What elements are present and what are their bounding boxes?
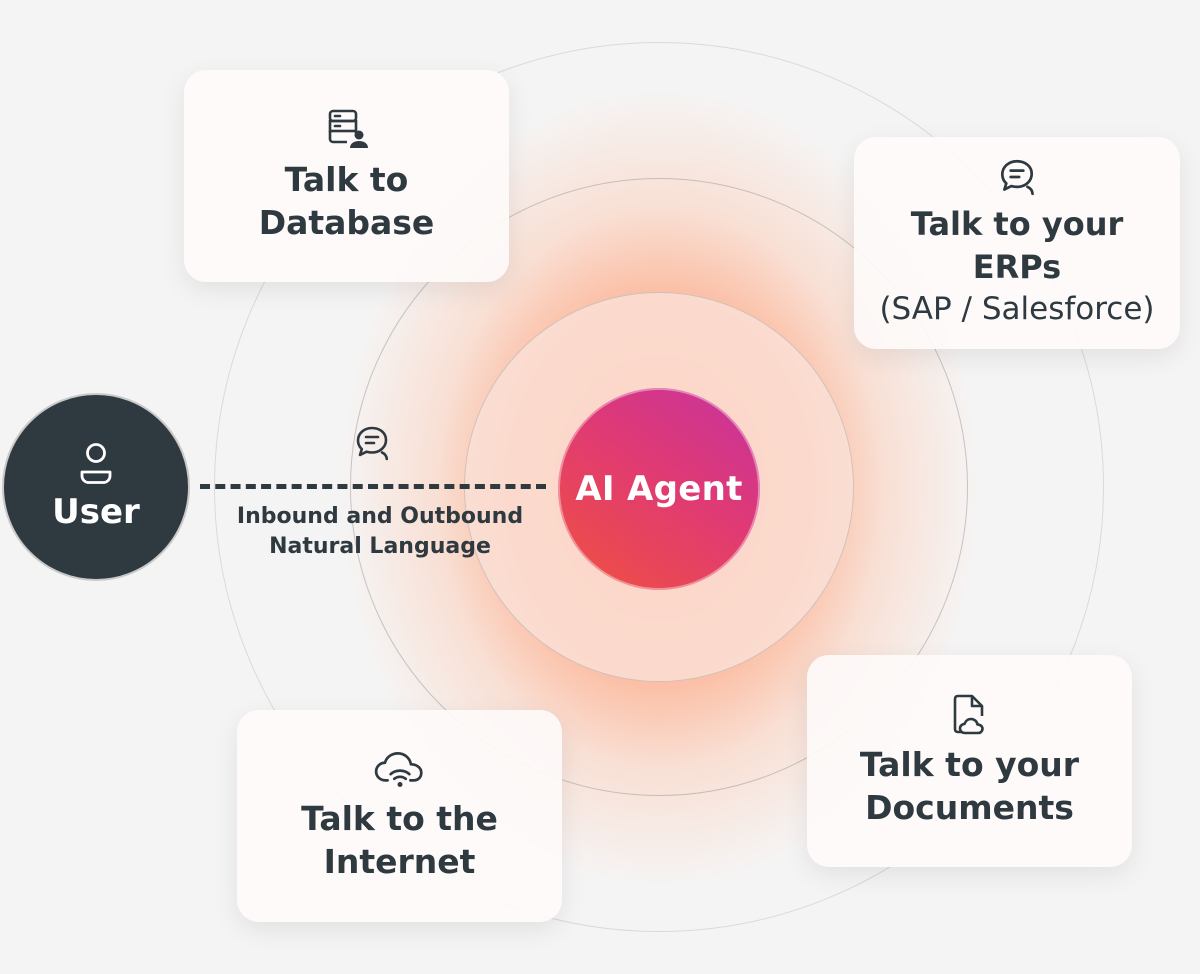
ai-agent-node: AI Agent xyxy=(558,388,760,590)
connection-label-line1: Inbound and Outbound xyxy=(236,504,524,529)
user-icon xyxy=(80,443,112,484)
cloud-wifi-icon xyxy=(374,752,423,788)
connector-dashed-line xyxy=(200,484,546,489)
card-internet-title-line1: Talk to the xyxy=(301,799,498,838)
card-erp: Talk to your ERPs (SAP / Salesforce) xyxy=(854,137,1180,349)
card-erp-subtitle: (SAP / Salesforce) xyxy=(879,291,1155,327)
card-erp-title-line2: ERPs xyxy=(972,248,1062,286)
connection-label: Inbound and Outbound Natural Language xyxy=(210,502,550,562)
chat-icon xyxy=(1000,159,1034,196)
card-database-title-line2: Database xyxy=(258,203,435,242)
connection-label-line2: Natural Language xyxy=(269,534,491,559)
chat-icon xyxy=(356,426,389,461)
card-erp-title-line1: Talk to your xyxy=(910,205,1124,243)
card-database: Talk to Database xyxy=(184,70,509,282)
database-user-icon xyxy=(328,109,368,148)
card-internet-title-line2: Internet xyxy=(323,842,476,881)
document-cloud-icon xyxy=(953,694,984,735)
card-internet: Talk to the Internet xyxy=(237,710,562,922)
card-database-title-line1: Talk to xyxy=(284,160,409,199)
card-documents: Talk to your Documents xyxy=(807,655,1132,867)
user-node: User xyxy=(2,393,190,581)
card-documents-title-line2: Documents xyxy=(865,788,1074,827)
user-label: User xyxy=(52,492,140,532)
card-documents-title-line1: Talk to your xyxy=(859,745,1080,784)
ai-agent-label: AI Agent xyxy=(575,469,743,509)
